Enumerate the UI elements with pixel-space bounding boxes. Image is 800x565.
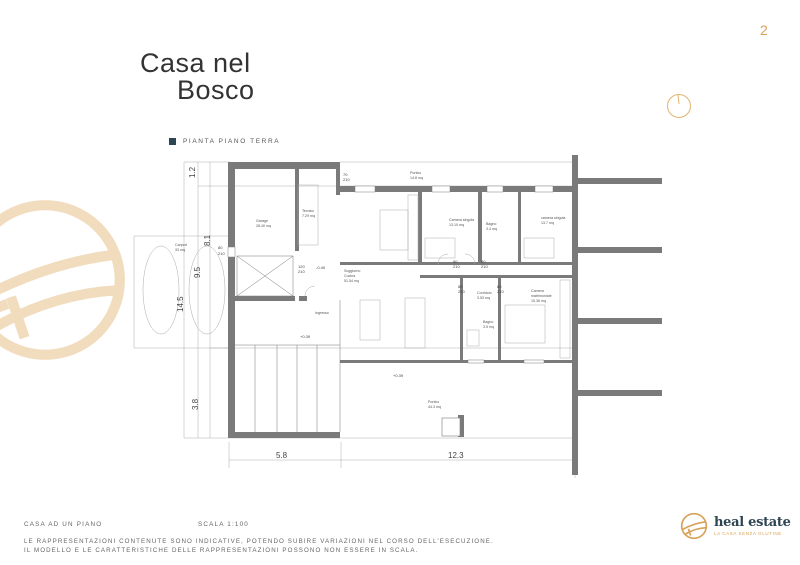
svg-text:9.5: 9.5	[193, 266, 202, 278]
svg-text:80: 80	[497, 284, 502, 289]
svg-text:210: 210	[298, 269, 305, 274]
svg-text:12.3: 12.3	[448, 451, 464, 460]
section-label: PIANTA PIANO TERRA	[169, 138, 280, 145]
scale-label: SCALA 1:100	[198, 521, 250, 528]
compass-north-icon	[667, 94, 691, 118]
svg-text:210: 210	[218, 251, 225, 256]
svg-text:15.36 mq: 15.36 mq	[531, 299, 546, 303]
svg-text:3.8: 3.8	[191, 398, 200, 410]
disclaimer: LE RAPPRESENTAZIONI CONTENUTE SONO INDIC…	[24, 538, 494, 555]
svg-text:210: 210	[458, 289, 465, 294]
svg-text:14.8 mq: 14.8 mq	[410, 176, 423, 180]
svg-text:120: 120	[298, 264, 305, 269]
svg-text:44.3 mq: 44.3 mq	[428, 405, 441, 409]
section-swatch-icon	[169, 138, 176, 145]
svg-text:210: 210	[497, 289, 504, 294]
svg-text:+0.39: +0.39	[300, 334, 311, 339]
svg-text:Ingresso: Ingresso	[315, 311, 329, 315]
section-label-text: PIANTA PIANO TERRA	[183, 138, 281, 145]
svg-text:80: 80	[453, 259, 458, 264]
svg-text:28.40 mq: 28.40 mq	[256, 224, 271, 228]
svg-text:-0.40: -0.40	[316, 265, 326, 270]
brand-globe-icon	[680, 512, 708, 540]
brand-name: heal estate	[714, 515, 791, 530]
svg-text:5.8: 5.8	[276, 451, 288, 460]
title-line-2: Bosco	[177, 75, 255, 105]
svg-text:210: 210	[481, 264, 488, 269]
svg-text:7.29 mq: 7.29 mq	[302, 214, 315, 218]
svg-text:1.2: 1.2	[188, 166, 197, 178]
svg-text:Corridoio: Corridoio	[477, 291, 492, 295]
svg-text:matrimoniale: matrimoniale	[531, 294, 552, 298]
svg-text:camera singola: camera singola	[541, 216, 565, 220]
svg-text:51.54 mq: 51.54 mq	[344, 279, 359, 283]
svg-text:80: 80	[481, 259, 486, 264]
svg-text:Garage: Garage	[256, 219, 268, 223]
disclaimer-line-1: LE RAPPRESENTAZIONI CONTENUTE SONO INDIC…	[24, 538, 494, 545]
svg-text:8.1: 8.1	[203, 234, 212, 246]
building-type: CASA AD UN PIANO	[24, 521, 103, 528]
svg-text:+0.39: +0.39	[393, 373, 404, 378]
svg-text:13.10 mq: 13.10 mq	[449, 223, 464, 227]
svg-text:Tecnico: Tecnico	[302, 209, 314, 213]
brand-logo: heal estate LA CASA SENZA GLUTINE	[680, 512, 791, 540]
svg-text:Cucina: Cucina	[344, 274, 355, 278]
svg-text:210: 210	[453, 264, 460, 269]
page-number: 2	[760, 22, 768, 38]
svg-text:Carport: Carport	[175, 243, 187, 247]
svg-text:80: 80	[458, 284, 463, 289]
title-line-1: Casa nel	[140, 48, 251, 78]
svg-text:Camera: Camera	[531, 289, 544, 293]
page-title: Casa nel Bosco	[140, 50, 255, 104]
svg-text:80: 80	[218, 245, 223, 250]
svg-text:Portico: Portico	[428, 400, 439, 404]
svg-text:13.7 mq: 13.7 mq	[541, 221, 554, 225]
svg-text:Soggiorno: Soggiorno	[344, 269, 360, 273]
svg-text:210: 210	[343, 177, 350, 182]
svg-text:Camera singola: Camera singola	[449, 218, 474, 222]
svg-text:Bagno: Bagno	[483, 320, 493, 324]
svg-text:70: 70	[343, 172, 348, 177]
svg-text:Portico: Portico	[410, 171, 421, 175]
svg-text:14.5: 14.5	[176, 296, 185, 312]
svg-text:3.4 mq: 3.4 mq	[486, 227, 497, 231]
disclaimer-line-2: IL MODELLO E LE CARATTERISTICHE DELLE RA…	[24, 546, 419, 554]
brand-tagline: LA CASA SENZA GLUTINE	[714, 531, 782, 536]
svg-text:33 mq: 33 mq	[175, 248, 185, 252]
svg-text:Bagno: Bagno	[486, 222, 496, 226]
watermark-logo-icon	[0, 200, 125, 360]
svg-text:3.5 mq: 3.5 mq	[483, 325, 494, 329]
svg-text:3.53 mq: 3.53 mq	[477, 296, 490, 300]
